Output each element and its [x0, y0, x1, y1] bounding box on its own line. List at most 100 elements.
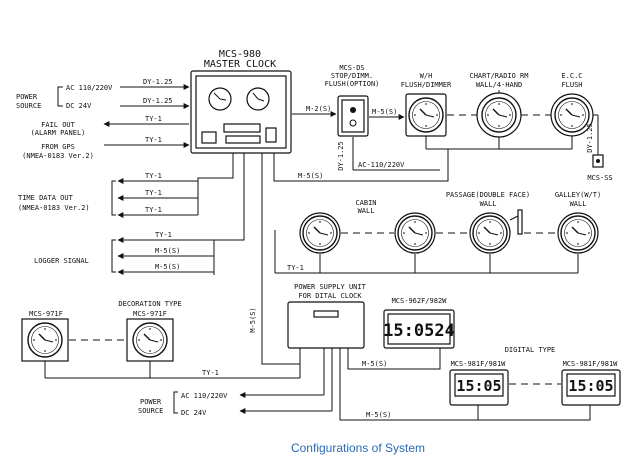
from-gps-label: FROM GPS — [41, 143, 75, 151]
dc-label: DC 24V — [66, 102, 92, 110]
ds-switch-unit — [337, 95, 369, 137]
ds-ac-label: AC-110/220V — [358, 161, 405, 169]
time-data-ty-2: TY-1 — [145, 189, 162, 197]
m5-vertical-label: M-5(S) — [249, 307, 257, 332]
alarm-panel-label: (ALARM PANEL) — [31, 129, 86, 137]
m5-main-label: M-5(S) — [298, 172, 323, 180]
decoration-model-a: MCS-971F — [29, 310, 63, 318]
decoration-clock-a-icon — [27, 322, 63, 358]
psu-ac-label: AC 110/220V — [181, 392, 228, 400]
decoration-type-label: DECORATION TYPE — [118, 300, 181, 308]
digital-981b-screen — [566, 373, 616, 397]
psu-power-label-2: SOURCE — [138, 407, 163, 415]
logger-m5-2: M-5(S) — [155, 263, 180, 271]
master-clock-dial-left — [208, 87, 232, 111]
ds-model: MCS-DS — [339, 64, 364, 72]
psu-nameplate — [313, 310, 339, 318]
master-clock-dial-right — [246, 87, 270, 111]
psu-subtitle: FOR DITAL CLOCK — [298, 292, 362, 300]
ty-gps-label: TY-1 — [145, 136, 162, 144]
digital-962-model: MCS-962F/982W — [392, 297, 448, 305]
power-source-label-1: POWER — [16, 93, 38, 101]
passage-type-label: WALL — [480, 200, 497, 208]
fail-out-label: FAIL OUT — [41, 121, 76, 129]
chart-room-label: CHART/RADIO RM — [469, 72, 528, 80]
ecc-label: E.C.C — [561, 72, 582, 80]
logger-trunk — [213, 153, 245, 275]
decoration-ty-label: TY-1 — [202, 369, 219, 377]
galley-clock-icon — [560, 215, 596, 251]
power-source-label-2: SOURCE — [16, 102, 41, 110]
digital-981a-time: 15:05 — [456, 377, 501, 395]
ecc-clock-icon — [554, 97, 590, 133]
nmea-gps-label: (NMEA-0183 Ver.2) — [22, 152, 94, 160]
ecc-type-label: FLUSH — [561, 81, 582, 89]
digital-981b-time: 15:05 — [568, 377, 613, 395]
time-data-label: TIME DATA OUT — [18, 194, 74, 202]
psu-m5-lower-label: M-5(S) — [366, 411, 391, 419]
digital-981b-model: MCS-981F/981W — [563, 360, 619, 368]
passage-clock — [469, 209, 523, 254]
time-data-ty-3: TY-1 — [145, 206, 162, 214]
digital-type-label: DIGITAL TYPE — [505, 346, 556, 354]
mcs-ss-label: MCS-SS — [587, 174, 612, 182]
decoration-model-b: MCS-971F — [133, 310, 167, 318]
cabin-type-label: WALL — [358, 207, 375, 215]
chart-room-type-label: WALL/4-HAND — [476, 81, 522, 89]
logger-signal-label: LOGGER SIGNAL — [34, 257, 89, 265]
cabin-clock-a-icon — [302, 215, 338, 251]
master-model: MCS-980 — [219, 49, 261, 60]
master-switch — [265, 127, 277, 143]
psu-power-label-1: POWER — [140, 398, 162, 406]
master-display — [223, 123, 261, 133]
ds-function: STOP/DIMM. — [331, 72, 373, 80]
ds-dy-label: DY-1.25 — [337, 141, 345, 171]
power-brace — [57, 86, 63, 107]
psu-power-brace — [173, 391, 178, 414]
master-name: MASTER CLOCK — [204, 59, 276, 70]
cabin-ty-label: TY-1 — [287, 264, 304, 272]
cabin-clock-b-icon — [397, 215, 433, 251]
diagram-caption: Configurations of System — [291, 441, 425, 455]
psu-title: POWER SUPPLY UNIT — [294, 283, 366, 291]
master-keypad — [225, 135, 261, 144]
galley-label: GALLEY(W/T) — [555, 191, 601, 199]
psu-box — [287, 301, 365, 349]
psu-m5-upper-label: M-5(S) — [362, 360, 387, 368]
digital-981a-screen — [454, 373, 504, 397]
chart-clock-icon — [481, 97, 517, 133]
dy-label-1: DY-1.25 — [143, 78, 173, 86]
psu-dc-label: DC 24V — [181, 409, 207, 417]
m2-label: M-2(S) — [306, 105, 331, 113]
master-alarm-lamp — [201, 131, 217, 144]
ty-fail-label: TY-1 — [145, 115, 162, 123]
cabin-label: CABIN — [355, 199, 376, 207]
logger-m5-1: M-5(S) — [155, 247, 180, 255]
ecc-dy-label: DY-1.25 — [586, 123, 594, 153]
ac-label: AC 110/220V — [66, 84, 113, 92]
digital-962-screen — [387, 313, 451, 345]
digital-962-time: 15:0524 — [383, 321, 455, 341]
ds-option: FLUSH(OPTION) — [325, 80, 380, 88]
logger-brace — [111, 239, 116, 273]
decoration-clock-b-icon — [132, 322, 168, 358]
passage-label: PASSAGE(DOUBLE FACE) — [446, 191, 530, 199]
wh-type-label: FLUSH/DIMMER — [401, 81, 452, 89]
time-data-nmea-label: (NMEA-0183 Ver.2) — [18, 204, 90, 212]
m5-main-cable — [273, 149, 449, 182]
time-data-brace — [111, 180, 116, 216]
wh-label: W/H — [420, 72, 433, 80]
m5-ds-label: M-5(S) — [372, 108, 397, 116]
logger-ty: TY-1 — [155, 231, 172, 239]
m5-vertical-cable — [261, 153, 300, 365]
digital-981a-model: MCS-981F/981W — [451, 360, 507, 368]
master-clock: MCS-980 MASTER CLOCK — [190, 49, 292, 154]
mcs-ss-switch — [592, 154, 604, 168]
galley-type-label: WALL — [570, 200, 587, 208]
psu-m5-lower-cable — [339, 348, 591, 421]
dy-label-2: DY-1.25 — [143, 97, 173, 105]
time-data-ty-1: TY-1 — [145, 172, 162, 180]
time-data-trunk — [197, 153, 234, 215]
wh-clock-icon — [408, 97, 444, 133]
